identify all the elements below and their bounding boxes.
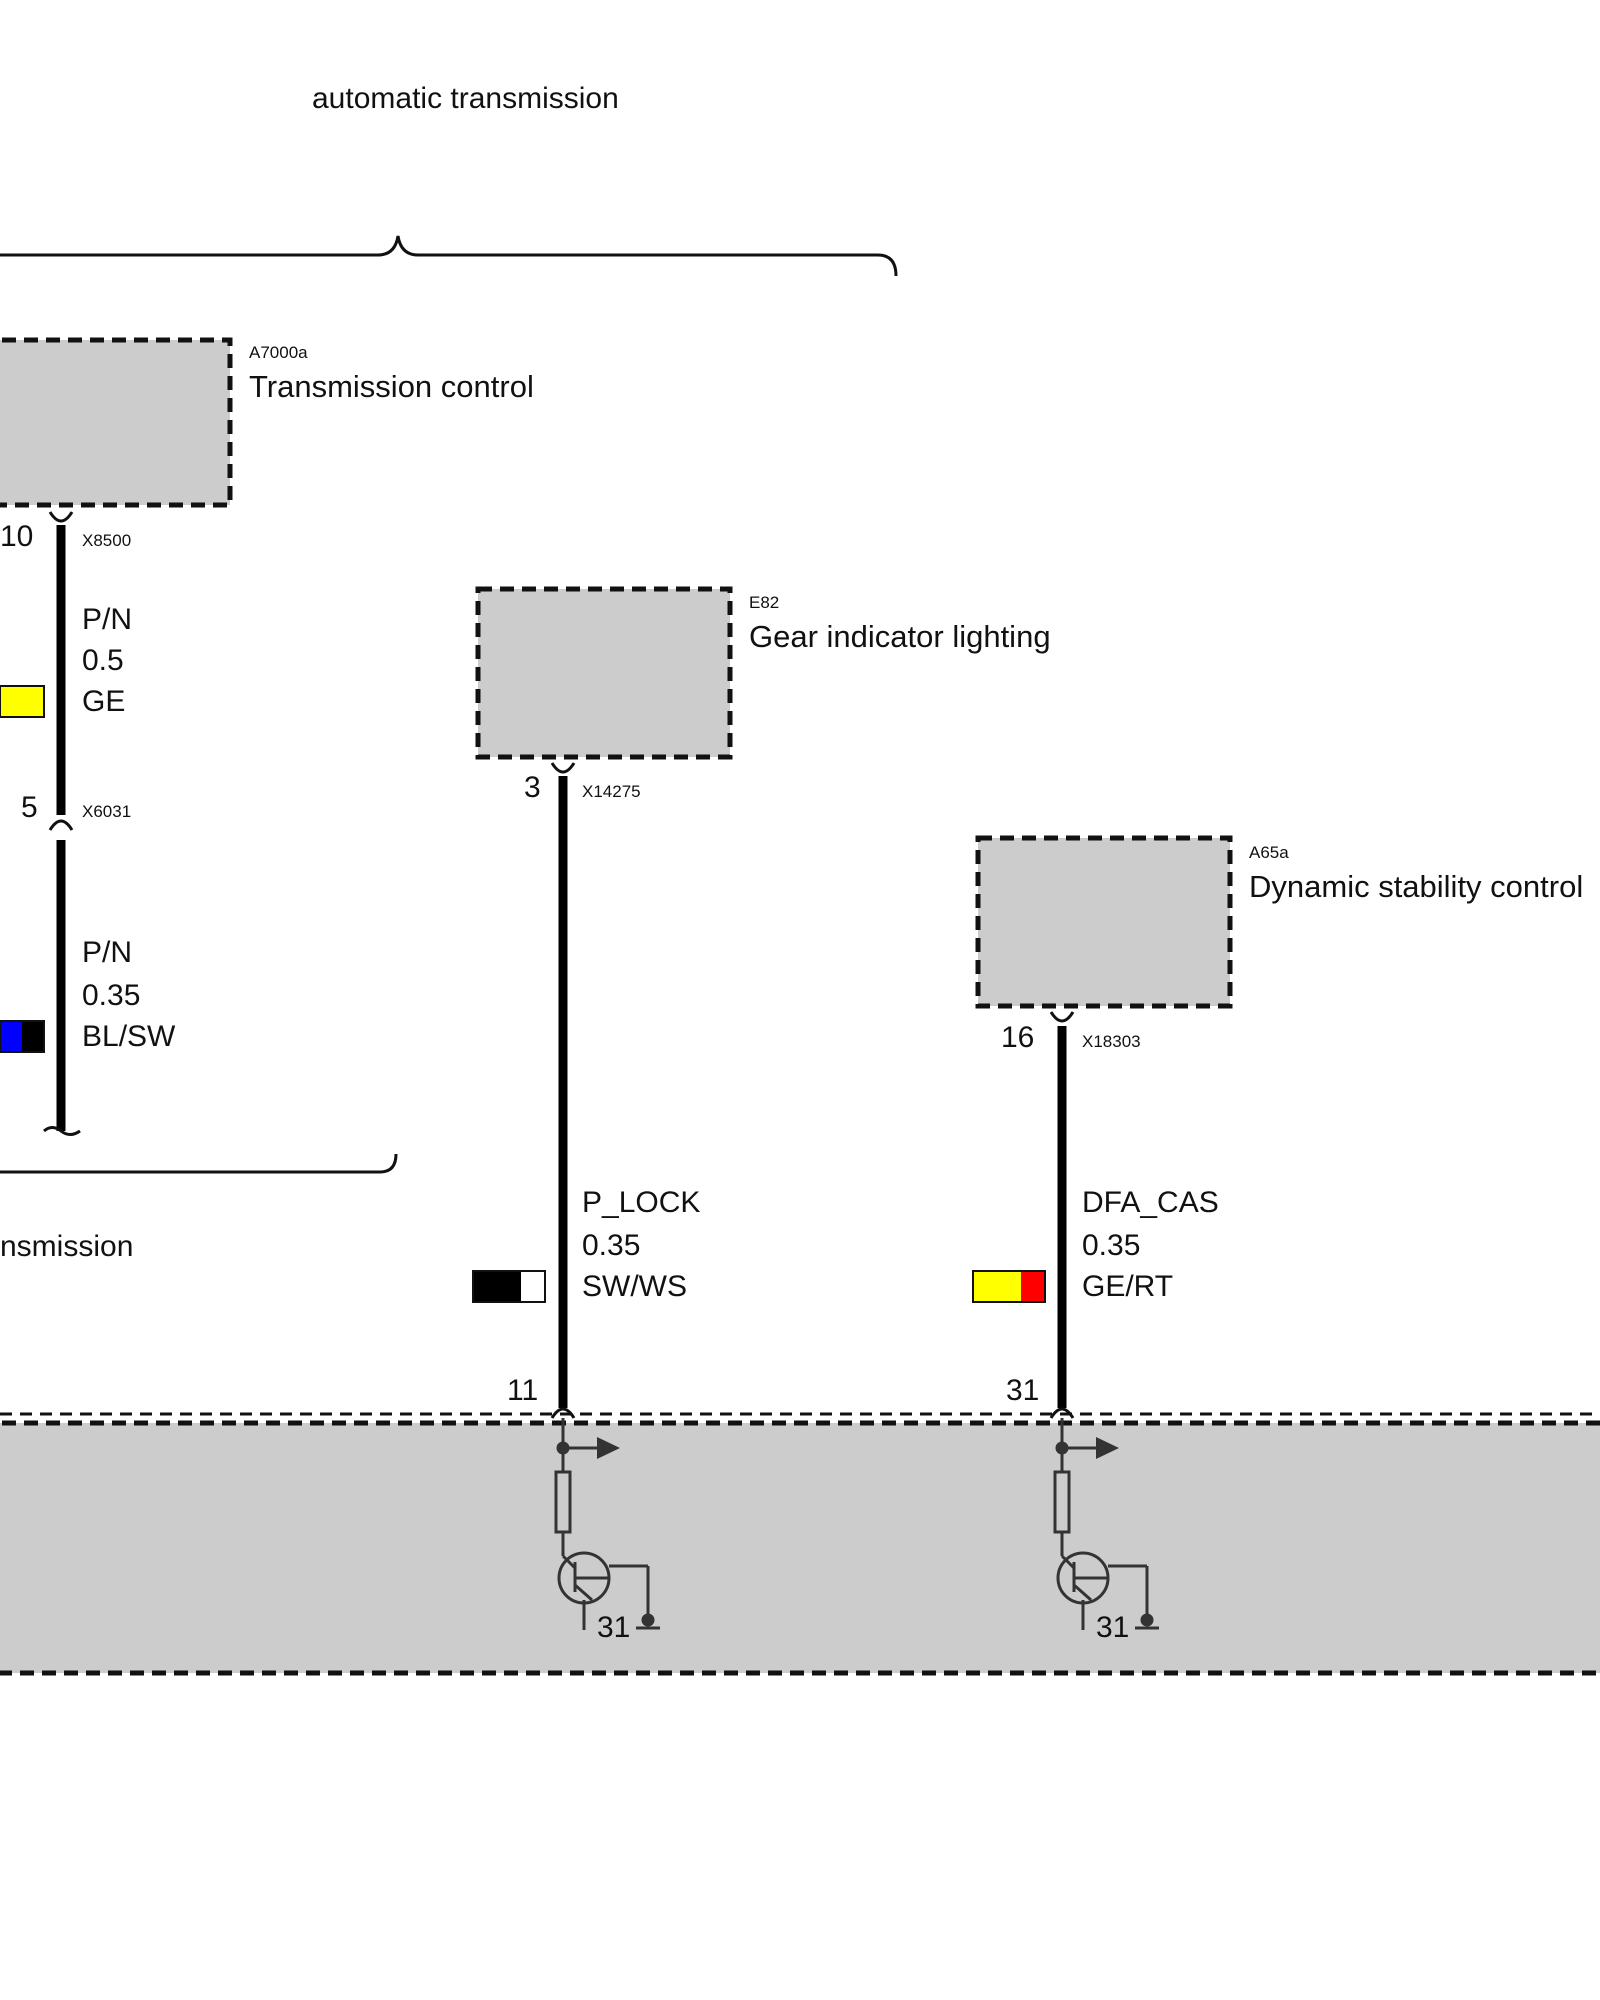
- connector-x18303-label: X18303: [1082, 1032, 1141, 1051]
- gear-indicator-name: Gear indicator lighting: [749, 619, 1051, 654]
- wire-plock-color-swatch: [472, 1270, 546, 1303]
- input-circuit-right: [1053, 1418, 1159, 1630]
- bottom-pin-right-label: 31: [1006, 1374, 1039, 1407]
- wire-pn-ge-signal: P/N: [82, 603, 132, 636]
- heading-automatic-transmission: automatic transmission: [312, 82, 619, 115]
- wire-dfacas-signal: DFA_CAS: [1082, 1186, 1219, 1219]
- wire-pn-blsw-size: 0.35: [82, 979, 140, 1012]
- transmission-control-code: A7000a: [249, 343, 308, 362]
- wire-plock-color-code: SW/WS: [582, 1270, 687, 1303]
- bottom-group-bracket: [0, 1153, 398, 1174]
- wire-pn-ge-size: 0.5: [82, 644, 124, 677]
- dsc-pin-label: 16: [1001, 1021, 1034, 1054]
- heading-transmission-partial: nsmission: [0, 1230, 133, 1263]
- ground-right-label: 31: [1096, 1611, 1129, 1644]
- connector-x14275-label: X14275: [582, 782, 641, 801]
- dsc-module: [975, 835, 1233, 1009]
- wire-pn-blsw-color-code: BL/SW: [82, 1020, 176, 1053]
- top-group-bracket: [0, 235, 898, 277]
- wire-pn-ge-color-code: GE: [82, 685, 125, 718]
- wire-dfacas-size: 0.35: [1082, 1229, 1140, 1262]
- bottom-connector-left-symbol: [550, 1407, 576, 1419]
- connector-x8500-label: X8500: [82, 531, 131, 550]
- dsc-code: A65a: [1249, 843, 1289, 862]
- transmission-control-name: Transmission control: [249, 369, 534, 404]
- wire-plock-size: 0.35: [582, 1229, 640, 1262]
- connector-x18303-symbol: [1049, 1011, 1075, 1023]
- wire-dfacas-color-swatch: [972, 1270, 1046, 1303]
- connector-x6031-label: X6031: [82, 802, 131, 821]
- dsc-name: Dynamic stability control: [1249, 869, 1583, 904]
- connector-x14275-symbol: [550, 762, 576, 774]
- wire-pn-blsw-signal: P/N: [82, 936, 132, 969]
- bottom-connector-right-symbol: [1049, 1407, 1075, 1419]
- splice-pin-label: 5: [21, 791, 38, 824]
- wire-plock-signal: P_LOCK: [582, 1186, 700, 1219]
- wire-pn-ge-color-swatch: [0, 685, 45, 718]
- bottom-pin-left-label: 11: [507, 1374, 538, 1407]
- gear-indicator-module: [475, 586, 733, 760]
- ground-left-label: 31: [597, 1611, 630, 1644]
- wire-pn-blsw-color-swatch: [0, 1020, 45, 1053]
- gear-indicator-pin-label: 3: [524, 771, 541, 804]
- wire-dfacas-color-code: GE/RT: [1082, 1270, 1173, 1303]
- bottom-control-module: [0, 1420, 1600, 1676]
- gear-indicator-code: E82: [749, 593, 779, 612]
- transmission-pin-label: 10: [0, 520, 33, 553]
- input-circuit-left: [554, 1418, 660, 1630]
- connector-x8500-symbol: [48, 511, 74, 523]
- connector-x6031-symbol: [48, 819, 74, 831]
- transmission-control-module: [0, 337, 233, 508]
- wire-pn-blsw-continuation: [43, 1126, 81, 1136]
